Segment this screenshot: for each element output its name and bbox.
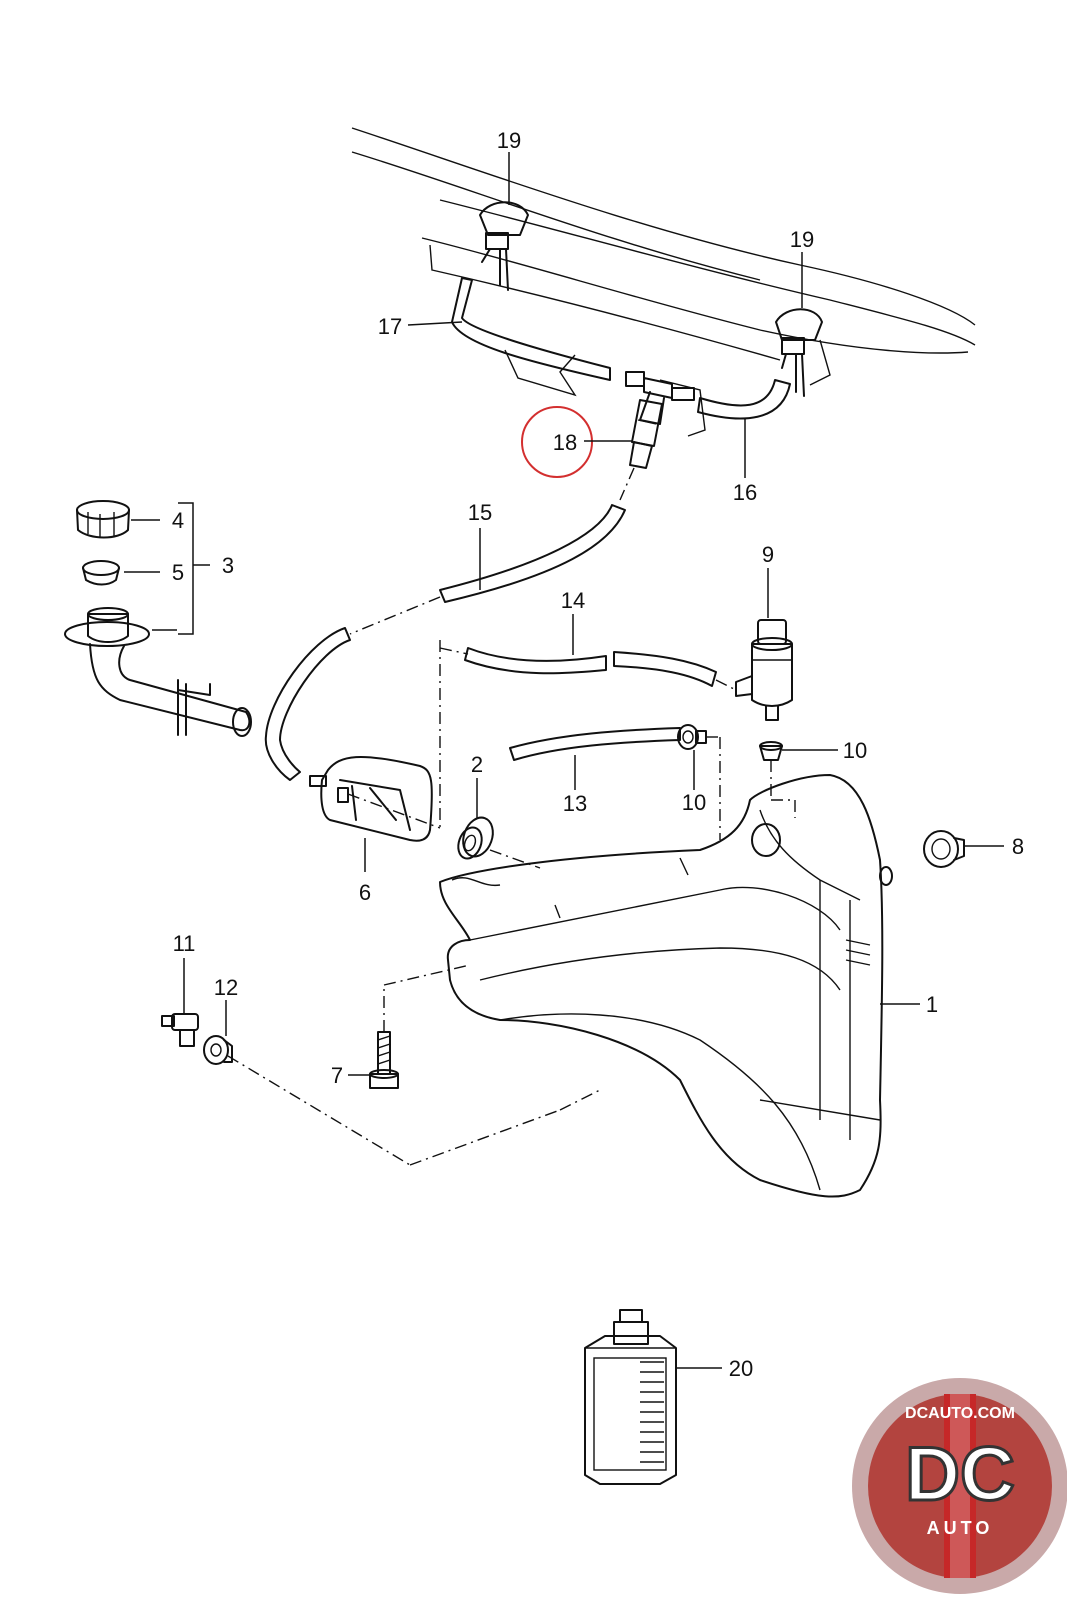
callout-12: 12 bbox=[214, 975, 238, 1000]
fluid-bottle-20 bbox=[584, 1309, 677, 1485]
bolt-7 bbox=[369, 1031, 399, 1089]
callout-10-upper: 10 bbox=[682, 790, 706, 815]
level-switch-11 bbox=[161, 1013, 199, 1047]
grommet-10-pump bbox=[759, 741, 783, 761]
leader-lines bbox=[124, 152, 1004, 1369]
callout-17: 17 bbox=[378, 314, 402, 339]
callout-14: 14 bbox=[561, 588, 585, 613]
level-sensor-bracket-6 bbox=[309, 755, 433, 842]
logo-word: AUTO bbox=[927, 1518, 994, 1538]
callout-15: 15 bbox=[468, 500, 492, 525]
highlight-circle-18 bbox=[521, 406, 593, 478]
callout-19-left: 19 bbox=[497, 128, 521, 153]
callout-2: 2 bbox=[471, 752, 483, 777]
callout-1: 1 bbox=[926, 992, 938, 1017]
callout-6: 6 bbox=[359, 880, 371, 905]
callout-18: 18 bbox=[553, 430, 577, 455]
hose-16 bbox=[697, 379, 791, 420]
callout-16: 16 bbox=[733, 480, 757, 505]
logo-site-text: DCAUTO.COM bbox=[905, 1405, 1015, 1422]
logo-initials: DC bbox=[905, 1432, 1015, 1517]
callout-8: 8 bbox=[1012, 834, 1024, 859]
callout-3: 3 bbox=[222, 553, 234, 578]
washer-pump-9 bbox=[735, 619, 793, 721]
check-valve-18 bbox=[619, 399, 663, 501]
washer-nozzle-left bbox=[479, 201, 529, 291]
grommet-2 bbox=[457, 816, 494, 860]
callout-19-right: 19 bbox=[790, 227, 814, 252]
filler-neck bbox=[64, 607, 252, 737]
callout-5: 5 bbox=[172, 560, 184, 585]
body-panel bbox=[351, 127, 976, 437]
callout-20: 20 bbox=[729, 1356, 753, 1381]
grommet-10-upper bbox=[677, 724, 707, 750]
callout-13: 13 bbox=[563, 791, 587, 816]
callout-labels: 19 19 17 18 16 15 4 5 3 9 14 2 10 13 10 … bbox=[172, 128, 1024, 1381]
callout-11: 11 bbox=[173, 931, 196, 956]
callout-9: 9 bbox=[762, 542, 774, 567]
hose-15 bbox=[264, 504, 626, 781]
callout-7: 7 bbox=[331, 1063, 343, 1088]
dcauto-logo: DCAUTO.COM DC AUTO bbox=[852, 1378, 1067, 1594]
filler-cap-4 bbox=[76, 500, 130, 539]
nut-12 bbox=[203, 1035, 233, 1065]
hose-17 bbox=[451, 277, 611, 381]
assembly-lines bbox=[227, 640, 796, 1166]
hose-14 bbox=[464, 647, 717, 687]
hose-13 bbox=[509, 727, 681, 761]
grommet-8 bbox=[923, 830, 965, 868]
washer-reservoir-1 bbox=[439, 774, 893, 1198]
callout-10-pump: 10 bbox=[843, 738, 867, 763]
callout-4: 4 bbox=[172, 508, 184, 533]
seal-5 bbox=[82, 560, 120, 586]
washer-nozzle-right bbox=[775, 308, 823, 397]
